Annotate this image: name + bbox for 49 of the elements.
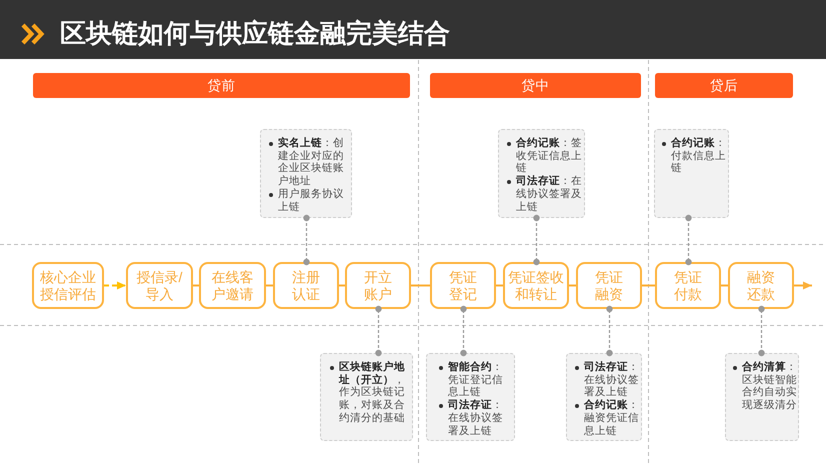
title: 区块链如何与供应链金融完美结合: [60, 17, 450, 50]
note-box: [654, 129, 729, 218]
bullet-text: 合约记账：签收凭证信息上链: [516, 137, 582, 175]
connector-line: [411, 284, 430, 286]
leader-line: [758, 306, 765, 356]
bullet-text: 司法存证：在线协议签署及上链: [516, 175, 582, 214]
phase-band: 贷前: [33, 73, 410, 98]
process-box: 凭证付款: [655, 262, 721, 309]
process-box: 凭证融资: [576, 262, 642, 309]
process-box: 授信录/导入: [126, 262, 193, 309]
leader-line: [685, 214, 692, 266]
arrow: [794, 282, 812, 290]
leader-line: [606, 306, 613, 356]
process-box: 凭证登记: [430, 262, 496, 309]
note-box: [566, 353, 642, 441]
leader-line: [375, 306, 382, 356]
note-box: [725, 353, 799, 441]
connector-line: [266, 284, 273, 286]
bullet-text: 实名上链：创建企业对应的企业区块链账户地址: [278, 137, 344, 188]
leader-line: [460, 306, 467, 356]
bullet-text: 用户服务协议上链: [278, 188, 344, 214]
note-box: [498, 129, 585, 218]
connector-line: [496, 284, 503, 286]
bullet-text: 司法存证：在线协议签署及上链: [448, 399, 504, 438]
phase-band: 贷后: [655, 73, 793, 98]
note-box: [426, 353, 515, 441]
connector-line: [193, 284, 199, 286]
leader-line: [533, 214, 540, 266]
phase-band: 贷中: [430, 73, 641, 98]
connector-line: [569, 284, 576, 286]
bullet-text: 合约记账：融资凭证信息上链: [584, 399, 640, 438]
process-box: 在线客户邀请: [199, 262, 266, 309]
process-box: 核心企业授信评估: [32, 262, 104, 309]
bullet-text: 合约清算：区块链智能合约自动实现逐级清分: [742, 361, 798, 412]
connector-line: [721, 284, 728, 286]
bullet-text: 区块链账户地址（开立），作为区块链记账，对账及合约清分的基础: [339, 361, 405, 425]
leader-line: [303, 214, 310, 266]
process-box: 凭证签收和转让: [503, 262, 569, 309]
bullet-text: 司法存证：在线协议签署及上链: [584, 361, 640, 399]
process-box: 开立账户: [345, 262, 411, 309]
note-box: [260, 129, 352, 218]
connector-line: [642, 284, 655, 286]
connector-line: [339, 284, 345, 286]
note-box: [320, 353, 413, 441]
arrow: [104, 282, 126, 290]
process-box: 注册认证: [273, 262, 339, 309]
bullet-text: 合约记账：付款信息上链: [671, 137, 726, 176]
process-box: 融资还款: [728, 262, 794, 309]
bullet-text: 智能合约：凭证登记信息上链: [448, 361, 504, 399]
